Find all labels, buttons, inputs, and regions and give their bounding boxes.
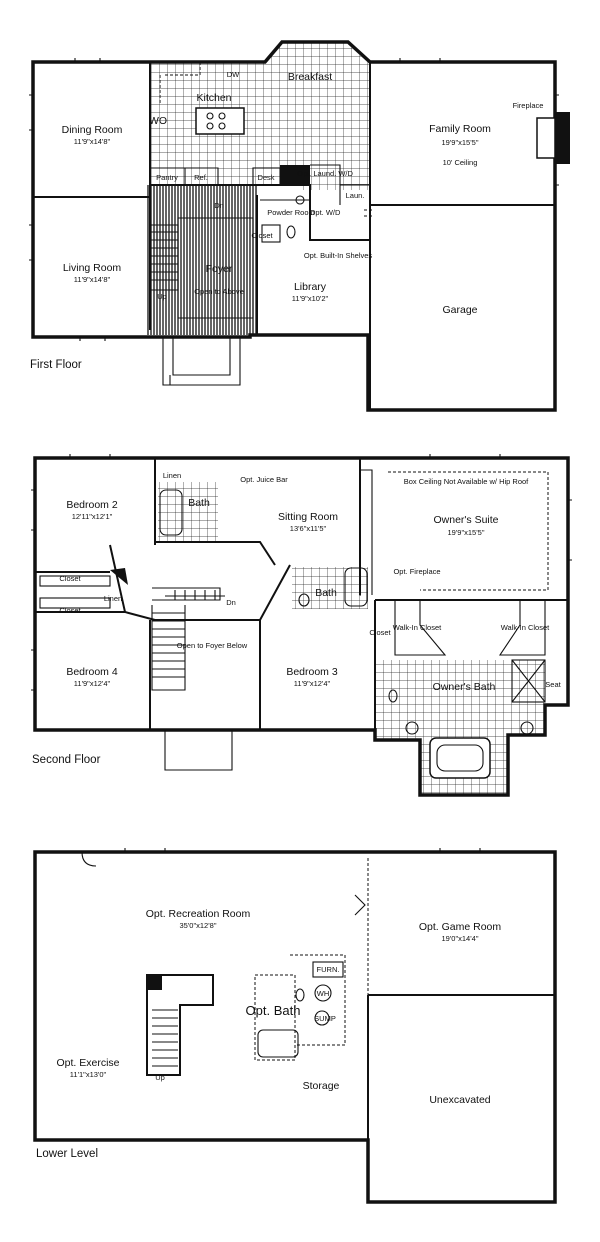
second-floor-windows (31, 454, 572, 691)
furn-label: FURN. (317, 965, 340, 974)
closet-label-b3: Closet (369, 628, 391, 637)
exercise-dim: 11'1"x13'0" (70, 1070, 107, 1079)
walk-in-closet-left: Walk-In Closet (393, 623, 442, 632)
open-to-foyer-label: Open to Foyer Below (177, 641, 248, 650)
opt-wd-label: Opt. W/D (310, 208, 341, 217)
bedroom4-dim: 11'9"x12'4" (74, 679, 111, 688)
exercise-label: Opt. Exercise (56, 1057, 119, 1069)
bedroom4-label: Bedroom 4 (66, 666, 118, 678)
powder-room-label: Powder Room (267, 208, 315, 217)
seat-label: Seat (545, 680, 561, 689)
garage-label: Garage (442, 304, 477, 316)
foyer-label: Foyer (206, 263, 233, 275)
lower-level-plan: Opt. Recreation Room 35'0"x12'8" Opt. Ga… (33, 848, 557, 1204)
first-floor-outer-wall (31, 40, 557, 412)
sitting-room-label: Sitting Room (278, 511, 338, 523)
unexcavated-label: Unexcavated (429, 1094, 490, 1106)
opt-fireplace-label: Opt. Fireplace (393, 567, 440, 576)
opt-juice-bar-label: Opt. Juice Bar (240, 475, 288, 484)
family-room-dim: 19'9"x15'5" (442, 138, 479, 147)
open-to-above-label: Open to Above (194, 287, 244, 296)
first-floor-windows (29, 58, 559, 341)
bedroom3-label: Bedroom 3 (286, 666, 338, 678)
library-label: Library (294, 281, 327, 293)
sump-label: SUMP (314, 1014, 336, 1023)
kitchen-island (195, 107, 245, 135)
recreation-room-label: Opt. Recreation Room (146, 908, 251, 920)
owners-bath-label: Owner's Bath (433, 681, 496, 693)
box-ceiling-label: Box Ceiling Not Available w/ Hip Roof (404, 477, 529, 486)
living-room-label: Living Room (63, 262, 122, 274)
family-room-label: Family Room (429, 123, 491, 135)
ref-label: Ref. (194, 173, 208, 182)
owners-suite-label: Owner's Suite (433, 514, 498, 526)
builtin-shelves-label: Opt. Built-In Shelves (304, 251, 373, 260)
bedroom3-dim: 11'9"x12'4" (294, 679, 331, 688)
pantry-label: Pantry (156, 173, 178, 182)
first-floor-plan: Dining Room 11'9"x14'8" Living Room 11'9… (29, 40, 570, 412)
living-room-dim: 11'9"x14'8" (74, 275, 111, 284)
dn-label-2: Dn (226, 598, 236, 607)
open-to-above-area (177, 217, 254, 319)
family-room-note: 10' Ceiling (443, 158, 478, 167)
lower-level-caption: Lower Level (36, 1148, 98, 1160)
dining-room-label: Dining Room (62, 124, 123, 136)
second-floor-caption: Second Floor (32, 754, 101, 766)
opt-bath-label: Opt. Bath (246, 1003, 301, 1018)
first-floor-caption: First Floor (30, 359, 82, 371)
up-label-lower: Up (155, 1073, 165, 1082)
up-label: Up (157, 292, 167, 301)
owners-bath-tile (375, 660, 545, 795)
opt-laundry-label: Opt. Laund. W/D (297, 169, 353, 178)
dw-label: DW (227, 70, 240, 79)
linen-label-top: Linen (163, 471, 181, 480)
owners-suite-dim: 19'9"x15'5" (448, 528, 485, 537)
closet-label-b4: Closet (59, 606, 81, 615)
game-room-label: Opt. Game Room (419, 921, 502, 933)
desk-label: Desk (257, 173, 274, 182)
closet-label: Closet (251, 231, 273, 240)
bedroom2-label: Bedroom 2 (66, 499, 118, 511)
walk-in-closet-right: Walk-In Closet (501, 623, 550, 632)
bedroom2-dim: 12'11"x12'1" (72, 512, 113, 521)
laun-label: Laun. (346, 191, 365, 200)
box-ceiling-outline (388, 471, 549, 591)
kitchen-label: Kitchen (196, 92, 231, 104)
bath-label-left: Bath (188, 497, 210, 509)
recreation-room-dim: 35'0"x12'8" (180, 921, 217, 930)
lower-level-windows (124, 848, 481, 852)
linen-label-mid: Linen (104, 594, 122, 603)
storage-label: Storage (303, 1080, 340, 1092)
dining-room-dim: 11'9"x14'8" (74, 137, 111, 146)
game-room-dim: 19'0"x14'4" (442, 934, 479, 943)
breakfast-label: Breakfast (288, 71, 332, 83)
bath-label-right: Bath (315, 587, 337, 599)
wo-label: WO (149, 115, 167, 127)
sitting-room-dim: 13'6"x11'5" (290, 524, 327, 533)
kitchen-breakfast-tile (150, 42, 370, 190)
closet-label-b2: Closet (59, 574, 81, 583)
fireplace-label: Fireplace (513, 101, 544, 110)
second-floor-plan: Bedroom 2 12'11"x12'1" Bedroom 4 11'9"x1… (31, 454, 572, 797)
dn-label: Dn (214, 201, 224, 210)
wh-label: WH (317, 989, 330, 998)
library-dim: 11'9"x10'2" (292, 294, 329, 303)
